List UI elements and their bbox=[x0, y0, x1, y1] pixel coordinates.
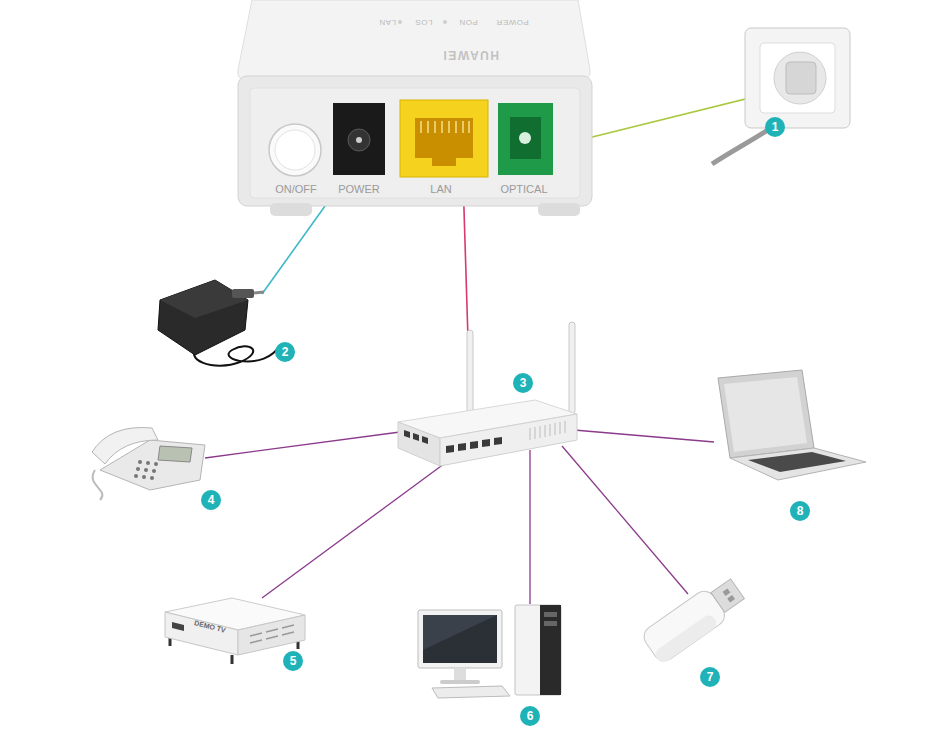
callout-number: 8 bbox=[797, 505, 804, 517]
callout-number: 3 bbox=[520, 377, 527, 389]
led-label: POWER bbox=[496, 18, 529, 26]
power-adapter bbox=[158, 280, 280, 366]
port-label: OPTICAL bbox=[498, 183, 549, 196]
laptop bbox=[718, 370, 866, 480]
wall-socket bbox=[712, 28, 850, 164]
desktop-computer bbox=[418, 605, 561, 698]
usb-stick bbox=[640, 573, 749, 665]
telephone bbox=[92, 428, 205, 501]
callout-number: 2 bbox=[282, 346, 289, 358]
callout-number: 1 bbox=[772, 121, 779, 133]
router bbox=[398, 322, 577, 466]
callout-number: 5 bbox=[290, 655, 297, 667]
callout-number: 7 bbox=[707, 671, 714, 683]
brand-name: HUAWEI bbox=[442, 49, 499, 61]
led-label: LAN bbox=[379, 18, 396, 26]
led-label: PON bbox=[459, 18, 478, 26]
ont-device bbox=[238, 0, 592, 216]
port-label: LAN bbox=[428, 183, 453, 196]
callout-number: 6 bbox=[527, 710, 534, 722]
callout-circles bbox=[201, 117, 810, 726]
tv-box bbox=[165, 598, 305, 664]
led-label: LOS bbox=[415, 18, 433, 26]
callout-number: 4 bbox=[208, 494, 215, 506]
port-label: POWER bbox=[336, 183, 382, 196]
port-label: ON/OFF bbox=[273, 183, 319, 196]
